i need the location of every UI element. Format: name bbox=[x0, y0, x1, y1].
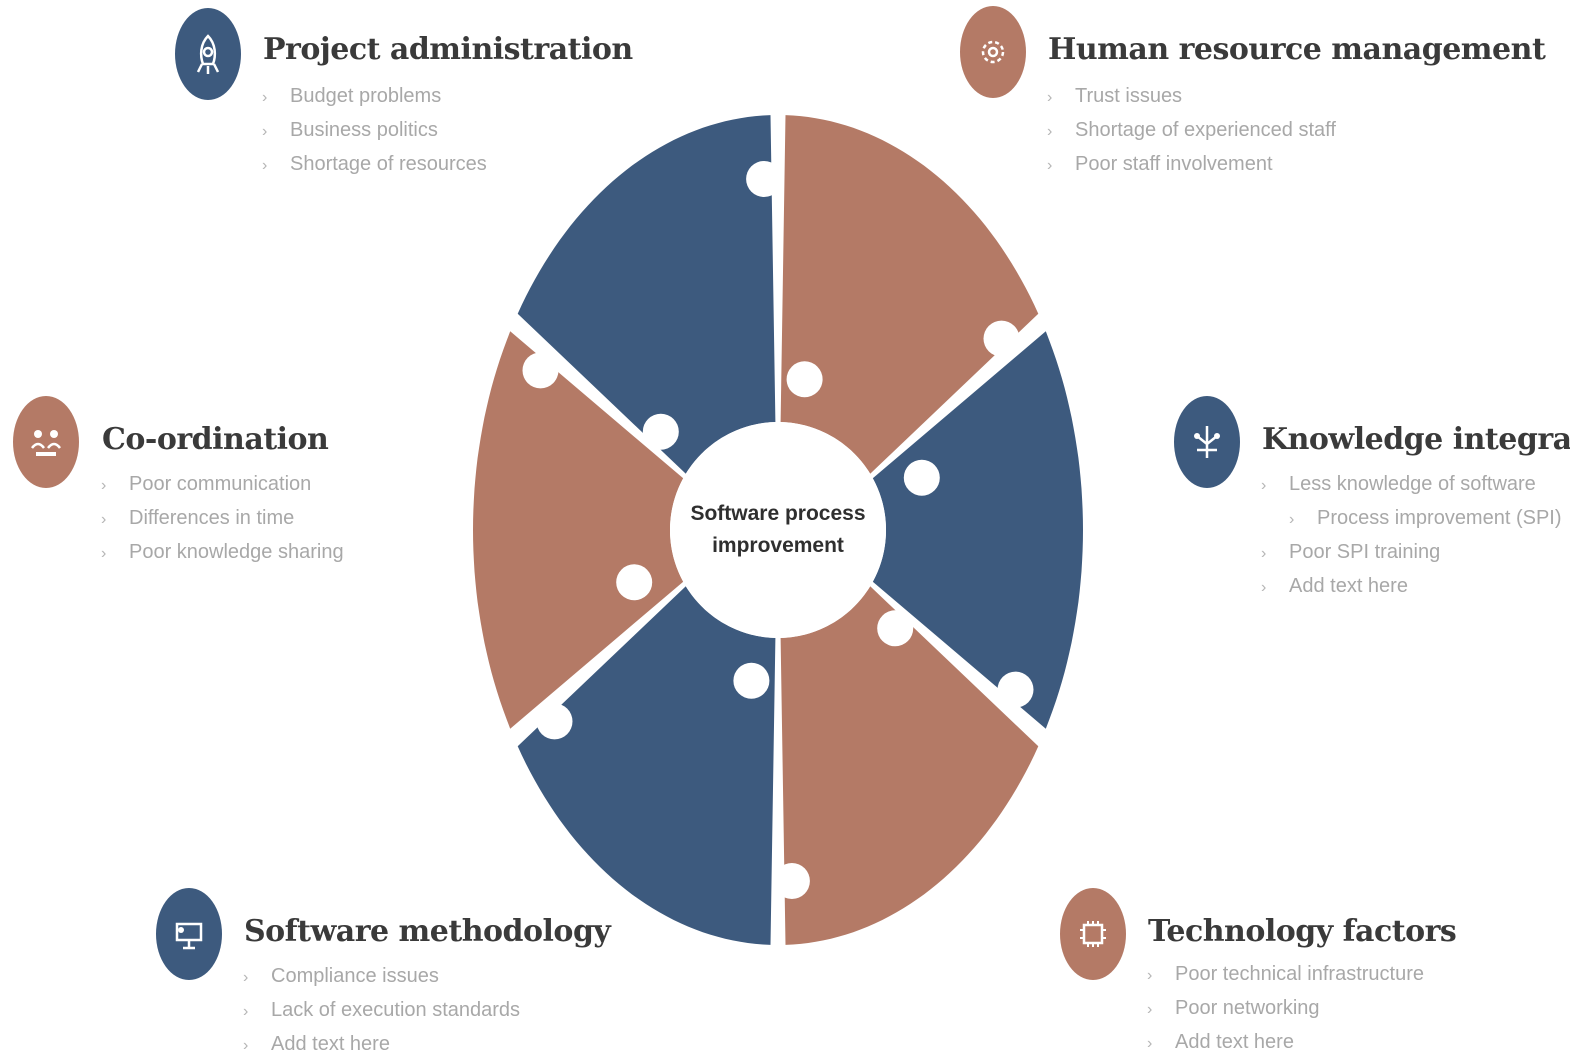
list-item: Less knowledge of software bbox=[1261, 468, 1562, 502]
list-item: Poor knowledge sharing bbox=[101, 536, 344, 570]
list-knowledge-integration: Less knowledge of software Process impro… bbox=[1261, 468, 1562, 604]
wheel-segment-knowledge-integration bbox=[872, 331, 1083, 729]
list-item: Shortage of experienced staff bbox=[1047, 114, 1336, 148]
list-project-administration: Budget problems Business politics Shorta… bbox=[262, 80, 487, 182]
wheel-segment-human-resource-management bbox=[780, 115, 1039, 474]
puzzle-knob bbox=[522, 352, 559, 389]
heading-human-resource-management: Human resource management bbox=[1048, 32, 1546, 67]
gear-icon bbox=[960, 6, 1026, 98]
list-software-methodology: Compliance issues Lack of execution stan… bbox=[243, 960, 520, 1062]
wheel-segment-software-methodology bbox=[517, 586, 776, 945]
puzzle-knob bbox=[786, 361, 823, 398]
puzzle-knob bbox=[773, 863, 810, 899]
list-technology-factors: Poor technical infrastructure Poor netwo… bbox=[1147, 958, 1424, 1060]
puzzle-knob bbox=[616, 564, 653, 601]
wheel-segment-technology-factors bbox=[780, 586, 1039, 945]
puzzle-knob bbox=[746, 161, 783, 197]
list-item: Lack of execution standards bbox=[243, 994, 520, 1028]
list-item: Poor communication bbox=[101, 468, 344, 502]
heading-technology-factors: Technology factors bbox=[1148, 914, 1457, 949]
puzzle-knob bbox=[983, 320, 1020, 357]
list-item: Differences in time bbox=[101, 502, 344, 536]
wheel-segment-coordination bbox=[473, 331, 684, 729]
wheel-segment-project-administration bbox=[517, 115, 776, 474]
puzzle-knob bbox=[997, 671, 1034, 708]
list-item: Add text here bbox=[1261, 570, 1562, 604]
people-icon bbox=[13, 396, 79, 488]
puzzle-knob bbox=[536, 703, 573, 740]
heading-coordination: Co-ordination bbox=[102, 422, 329, 457]
puzzle-knob bbox=[903, 459, 940, 496]
puzzle-knob bbox=[877, 610, 914, 647]
list-human-resource-management: Trust issues Shortage of experienced sta… bbox=[1047, 80, 1336, 182]
heading-software-methodology: Software methodology bbox=[244, 914, 611, 949]
list-item: Trust issues bbox=[1047, 80, 1336, 114]
list-item: Process improvement (SPI) bbox=[1261, 502, 1562, 536]
heading-project-administration: Project administration bbox=[263, 32, 633, 67]
puzzle-knob bbox=[642, 413, 679, 450]
heading-knowledge-integration: Knowledge integration bbox=[1262, 422, 1570, 457]
rocket-icon bbox=[175, 8, 241, 100]
list-item: Shortage of resources bbox=[262, 148, 487, 182]
list-item: Business politics bbox=[262, 114, 487, 148]
list-item: Budget problems bbox=[262, 80, 487, 114]
list-item: Poor technical infrastructure bbox=[1147, 958, 1424, 992]
list-item: Compliance issues bbox=[243, 960, 520, 994]
puzzle-knob bbox=[733, 662, 770, 699]
chip-icon bbox=[1060, 888, 1126, 980]
list-coordination: Poor communication Differences in time P… bbox=[101, 468, 344, 570]
network-icon bbox=[1174, 396, 1240, 488]
list-item: Poor SPI training bbox=[1261, 536, 1562, 570]
center-hub bbox=[670, 422, 886, 638]
center-label: Software process improvement bbox=[668, 498, 888, 562]
list-item: Add text here bbox=[243, 1028, 520, 1062]
list-item: Poor networking bbox=[1147, 992, 1424, 1026]
center-label-line1: Software process bbox=[690, 502, 866, 525]
list-item: Poor staff involvement bbox=[1047, 148, 1336, 182]
presentation-icon bbox=[156, 888, 222, 980]
center-label-line2: improvement bbox=[712, 534, 844, 557]
list-item: Add text here bbox=[1147, 1026, 1424, 1060]
